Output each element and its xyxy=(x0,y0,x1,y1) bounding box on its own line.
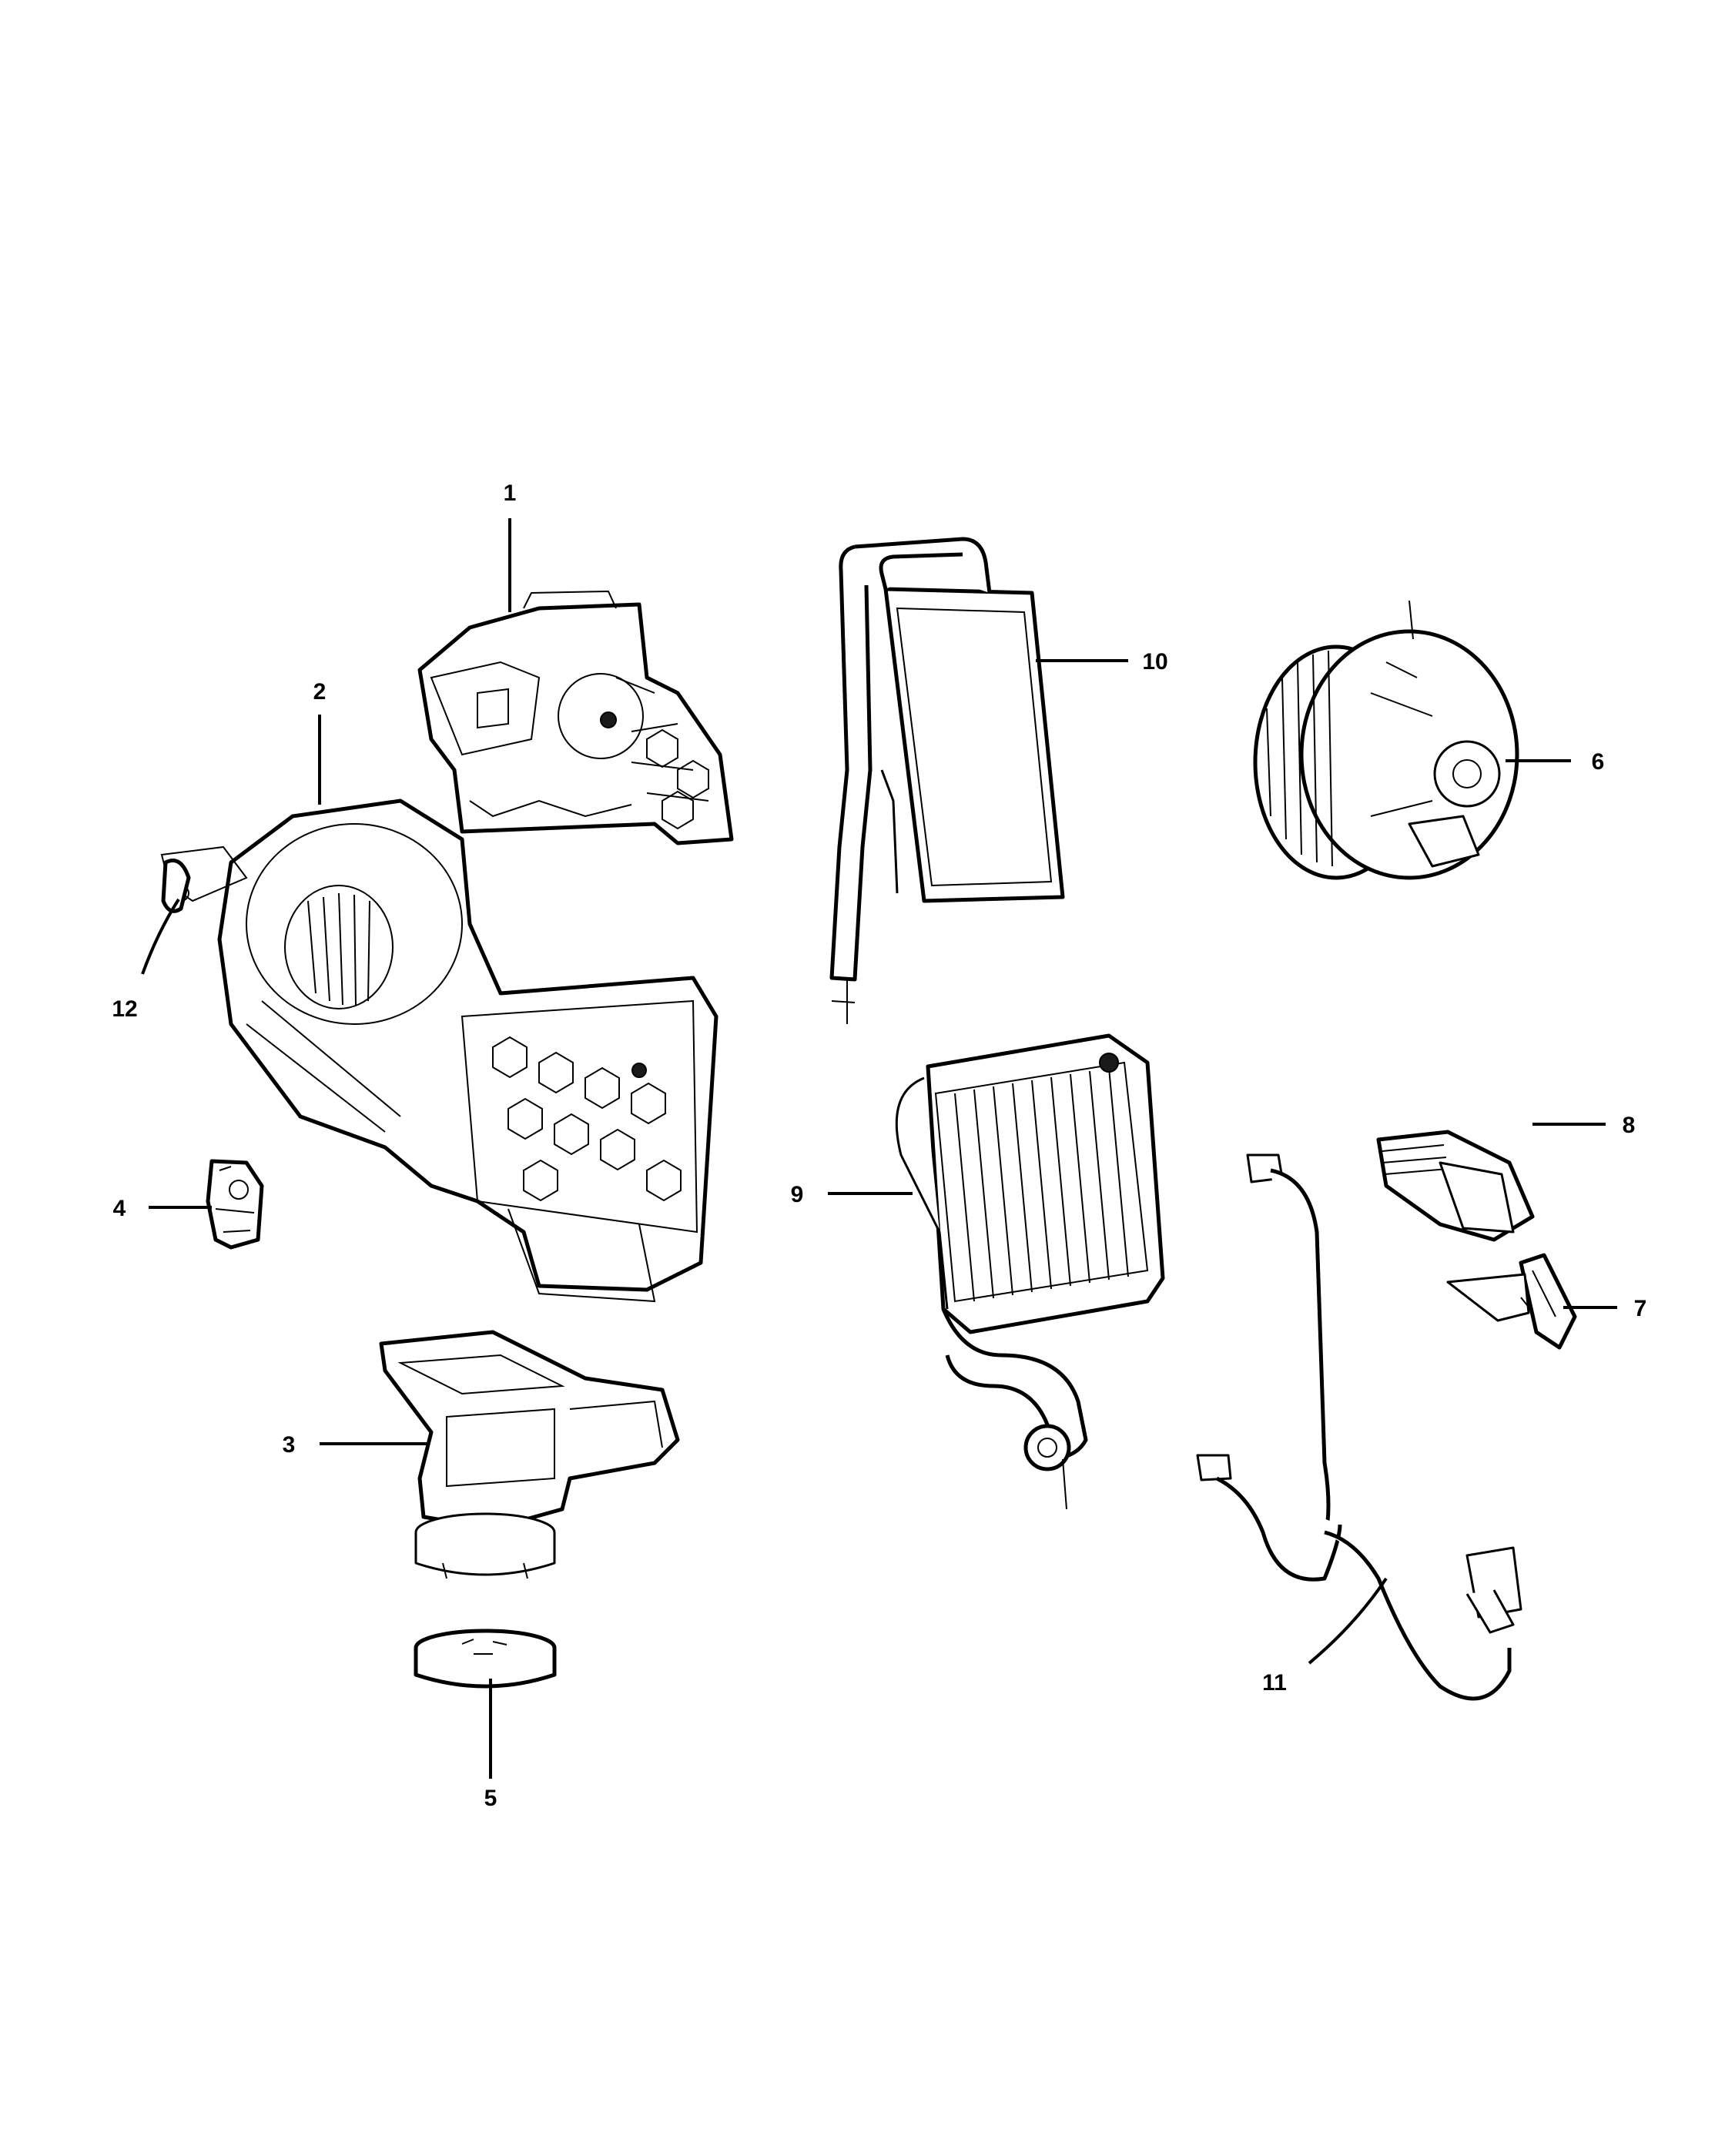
part-1-upper-housing[interactable] xyxy=(417,590,734,845)
part-8-resistor-block[interactable] xyxy=(1376,1130,1535,1242)
callout-5: 5 xyxy=(484,1786,497,1811)
callout-6: 6 xyxy=(1592,749,1605,775)
callout-7: 7 xyxy=(1634,1296,1647,1321)
part-7-resistor[interactable] xyxy=(1446,1253,1577,1350)
callout-3: 3 xyxy=(283,1432,296,1458)
part-4-actuator[interactable] xyxy=(206,1159,264,1250)
callout-2: 2 xyxy=(313,679,327,705)
leader-12 xyxy=(141,898,180,975)
callout-1: 1 xyxy=(504,480,517,506)
callout-8: 8 xyxy=(1623,1113,1636,1138)
part-11-wiring-harness[interactable] xyxy=(1196,1153,1522,1701)
part-2-main-housing[interactable] xyxy=(160,798,718,1303)
part-5-disc-seal[interactable] xyxy=(414,1629,557,1689)
part-12-clip[interactable] xyxy=(161,859,191,913)
part-6-blower-motor[interactable] xyxy=(1253,600,1519,880)
part-3-lower-housing[interactable] xyxy=(379,1330,680,1579)
callout-9: 9 xyxy=(791,1182,804,1207)
part-10-heater-core[interactable] xyxy=(829,537,1065,1024)
part-9-evaporator-core[interactable] xyxy=(895,1033,1165,1510)
callout-4: 4 xyxy=(113,1196,126,1221)
callout-11: 11 xyxy=(1262,1670,1287,1696)
callout-labels: 1 2 3 4 5 6 7 8 9 10 11 12 xyxy=(112,480,1646,1811)
callout-10: 10 xyxy=(1142,649,1167,675)
leader-11 xyxy=(1308,1577,1388,1665)
leader-lines xyxy=(141,518,1617,1779)
callout-12: 12 xyxy=(112,996,137,1022)
